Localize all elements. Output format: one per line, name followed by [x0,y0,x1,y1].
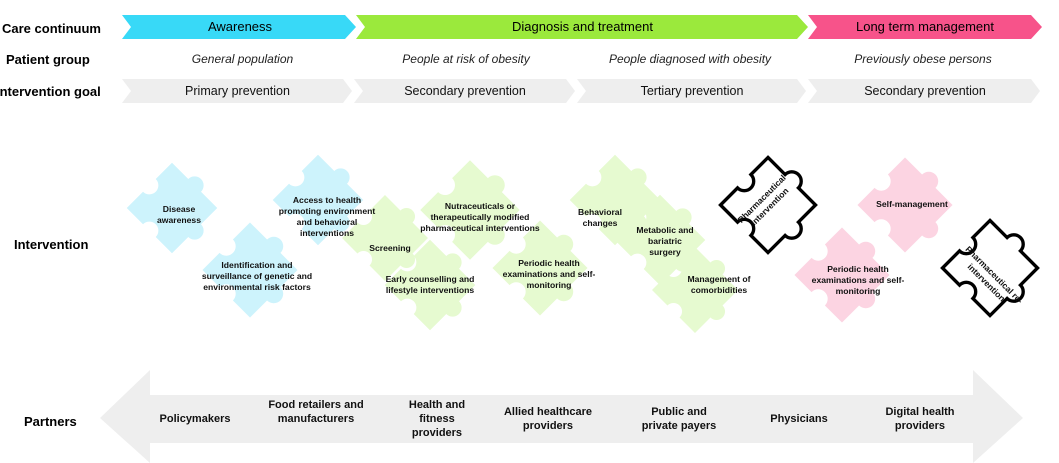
goal-arrow-secondary [354,79,575,103]
goal-arrow-primary [122,79,352,103]
piece-label-comorbidities: Management of comorbidities [687,274,751,295]
goal-arrow-tertiary [577,79,806,103]
piece-label-nutraceuticals: Nutraceuticals or therapeutically modifi… [420,201,540,233]
partner-policymakers: Policymakers [159,413,231,425]
puzzle-piece-13 [940,212,1053,324]
piece-label-periodic-health-1: Periodic health examinations and self-mo… [502,258,596,290]
goal-secondary-label: Secondary prevention [404,84,526,98]
stage-diagnosis-label: Diagnosis and treatment [512,19,653,34]
partners-arrow [100,370,1023,463]
stage-long-term-label: Long term management [855,19,995,34]
stage-awareness-label: Awareness [207,19,273,34]
partner-physicians: Physicians [770,413,828,425]
row-label-intervention: Intervention [14,237,89,252]
stage-diagnosis-chevron [356,15,808,39]
patient-group-previously-obese: Previously obese persons [854,52,992,66]
stage-awareness-chevron [122,15,356,39]
partner-payers: Public and private payers [641,406,717,432]
piece-label-behavioral-changes: Behavioral changes [578,207,622,228]
goal-tertiary-label: Tertiary prevention [640,84,744,98]
partner-food-retailers: Food retailers and manufacturers [268,399,364,425]
piece-label-early-counselling: Early counselling and lifestyle interven… [385,274,475,295]
patient-group-diagnosed: People diagnosed with obesity [608,52,772,66]
piece-label-identification: Identification and surveillance of genet… [201,260,313,292]
stage-long-term-chevron [808,15,1042,39]
patient-group-at-risk: People at risk of obesity [402,52,530,66]
partner-health-fitness: Health and fitness providers [408,399,466,439]
goal-primary-label: Primary prevention [185,84,290,98]
piece-label-screening: Screening [369,243,411,253]
row-label-patient-group: Patient group [6,52,90,67]
goal-arrow-secondary-2 [808,79,1040,103]
piece-label-periodic-health-2: Periodic health examinations and self-mo… [811,264,905,296]
piece-label-metabolic-surgery: Metabolic and bariatric surgery [636,225,694,257]
row-label-care-continuum: Care continuum [2,21,101,36]
patient-group-general: General population [191,52,294,66]
piece-label-self-management: Self-management [876,199,948,209]
row-label-intervention-goal: Intervention goal [0,84,101,99]
piece-label-access-health: Access to health promoting environment a… [278,195,376,238]
row-label-partners: Partners [24,414,77,429]
goal-secondary-2-label: Secondary prevention [864,84,986,98]
partner-allied-healthcare: Allied healthcare providers [503,406,593,432]
piece-label-disease-awareness: Disease awareness [157,204,201,225]
partner-digital-health: Digital health providers [885,406,955,432]
